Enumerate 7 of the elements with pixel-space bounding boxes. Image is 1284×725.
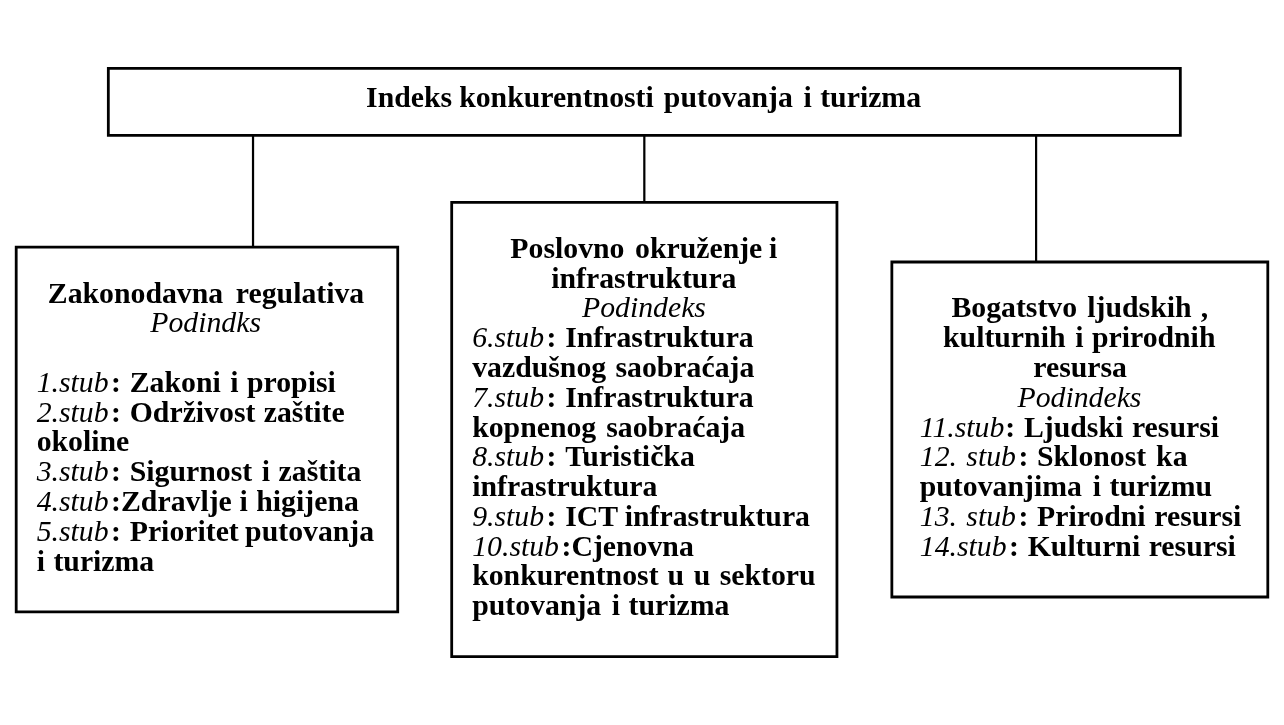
connector <box>1034 135 1038 262</box>
node-box: Bogatstvo ljudskih , kulturnih i prirodnih resursa Podindeks 11.stub: Ljudski resursi 12. stub: Sklonost ka putovanjima i turizmu 13. stub: Prirodni resursi 14.stub: Kulturni resursi <box>890 260 1270 599</box>
node-box: Indeks konkurentnosti putovanja i turizma <box>106 67 1182 137</box>
connector <box>643 135 646 203</box>
node-box: Poslovno okruženje i infrastruktura Podindeks 6.stub: Infrastruktura vazdušnog saobraćaja 7.stub: Infrastruktura kopnenog saobraćaja 8.stub: Turistička infrastruktura 9.stub: ICT infrastruktura 10.stub:Cjenovna konkurentnost u u sektoru putovanja i turizma <box>450 201 839 658</box>
connector <box>251 135 255 248</box>
node-box: Zakonodavna regulativa Podindks 1.stub: Zakoni i propisi 2.stub: Održivost zaštite okoline 3.stub: Sigurnost i zaštita 4.stub:Zdravlje i higijena 5.stub: Prioritet putovanja i turizma <box>14 245 400 614</box>
